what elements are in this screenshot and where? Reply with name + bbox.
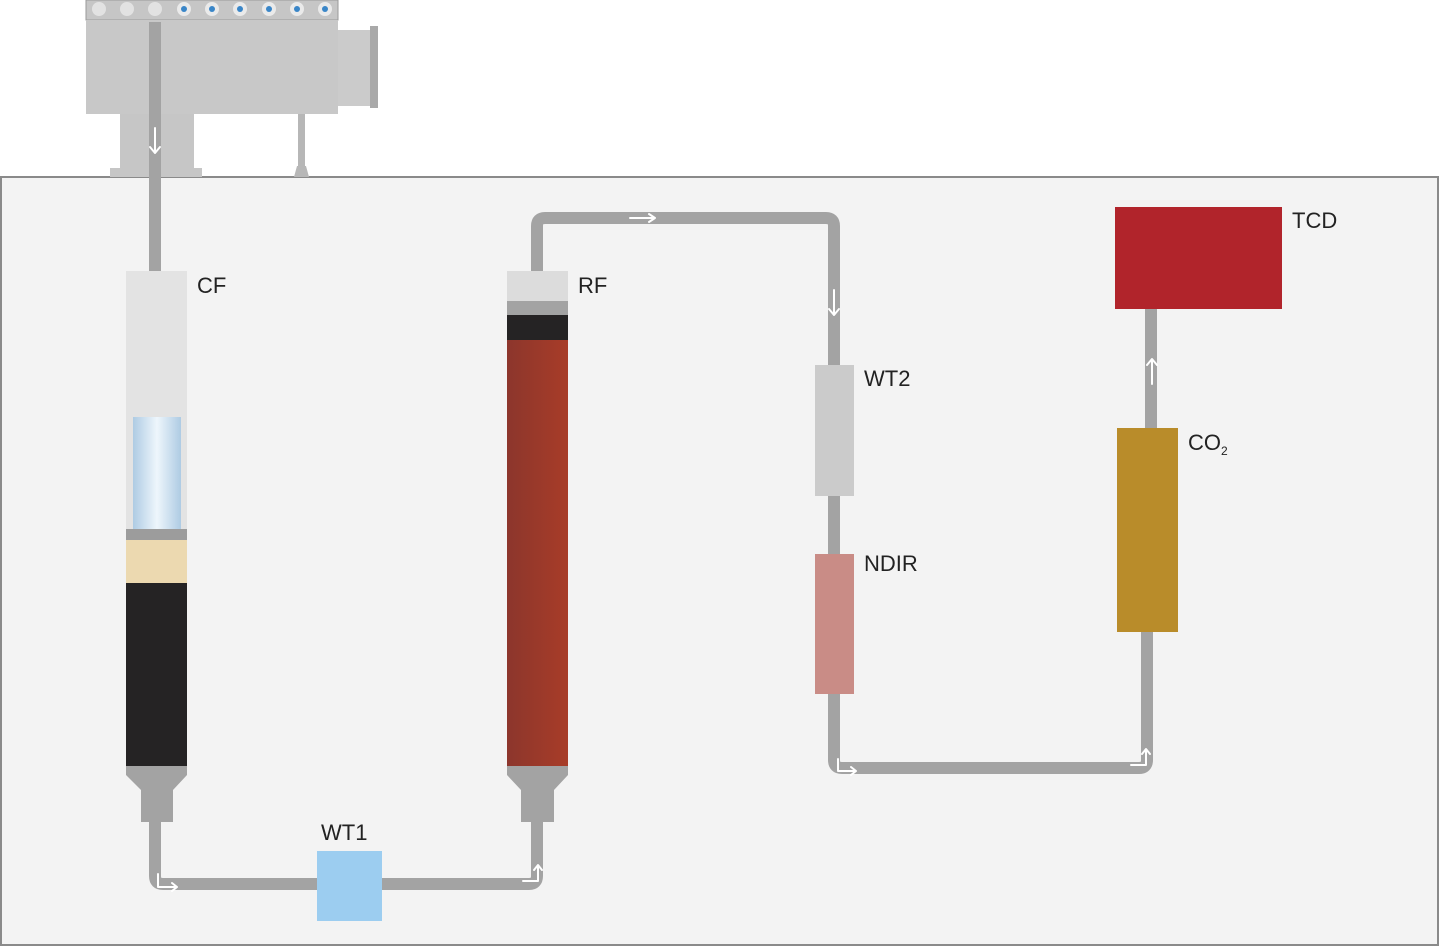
arrow-corner-up-icon [522,864,543,882]
rf-cap-band [507,301,568,315]
flow-arrows [149,127,1158,892]
cf-black-section [126,583,187,766]
arrow-up-icon [1146,358,1158,385]
wt2-water-trap [815,365,854,496]
arrow-down-icon [828,289,840,316]
rf-cap [507,271,568,301]
sample-position [120,2,134,16]
sample-position-dot [181,6,187,12]
rf-body [507,340,568,766]
label-co2: CO2 [1188,430,1228,458]
rf-funnel [507,766,568,822]
sample-position [148,2,162,16]
sample-position-dot [266,6,272,12]
sample-position [92,2,106,16]
line-rf-to-wt2 [531,212,840,365]
rf-black-band [507,315,568,340]
autosampler-side-plate [370,26,378,108]
arrow-corner-right-icon [837,758,857,776]
autosampler-side-block [338,30,372,106]
autosampler-post [298,114,305,166]
label-wt1: WT1 [321,820,367,845]
sample-position-dot [237,6,243,12]
ndir-detector [815,554,854,694]
autosampler-body [86,20,338,114]
cf-glass-tube [133,417,181,529]
label-cf: CF [197,273,226,298]
label-tcd: TCD [1292,208,1337,233]
label-ndir: NDIR [864,551,918,576]
sample-position-dot [209,6,215,12]
label-rf: RF [578,273,607,298]
arrow-right-icon [629,213,656,223]
arrow-corner-up-icon [1130,748,1151,766]
label-wt2: WT2 [864,366,910,391]
arrow-down-icon [149,127,161,154]
autosampler-post-foot [294,166,309,177]
sample-carousel-positions [92,2,332,16]
sample-position-dot [294,6,300,12]
cf-funnel [126,766,187,822]
tcd-detector [1115,207,1282,309]
arrow-corner-right-icon [157,873,178,892]
sample-position-dot [322,6,328,12]
cf-sand-layer [126,540,187,583]
wt1-water-trap [317,851,382,921]
reduction-furnace [507,271,568,822]
co2-adsorption-column [1117,428,1178,632]
autosampler-unit [85,0,378,177]
cf-separator [126,529,187,540]
label-co2-subscript: 2 [1221,444,1228,458]
label-co2-main: CO [1188,430,1221,455]
combustion-furnace [126,271,187,822]
